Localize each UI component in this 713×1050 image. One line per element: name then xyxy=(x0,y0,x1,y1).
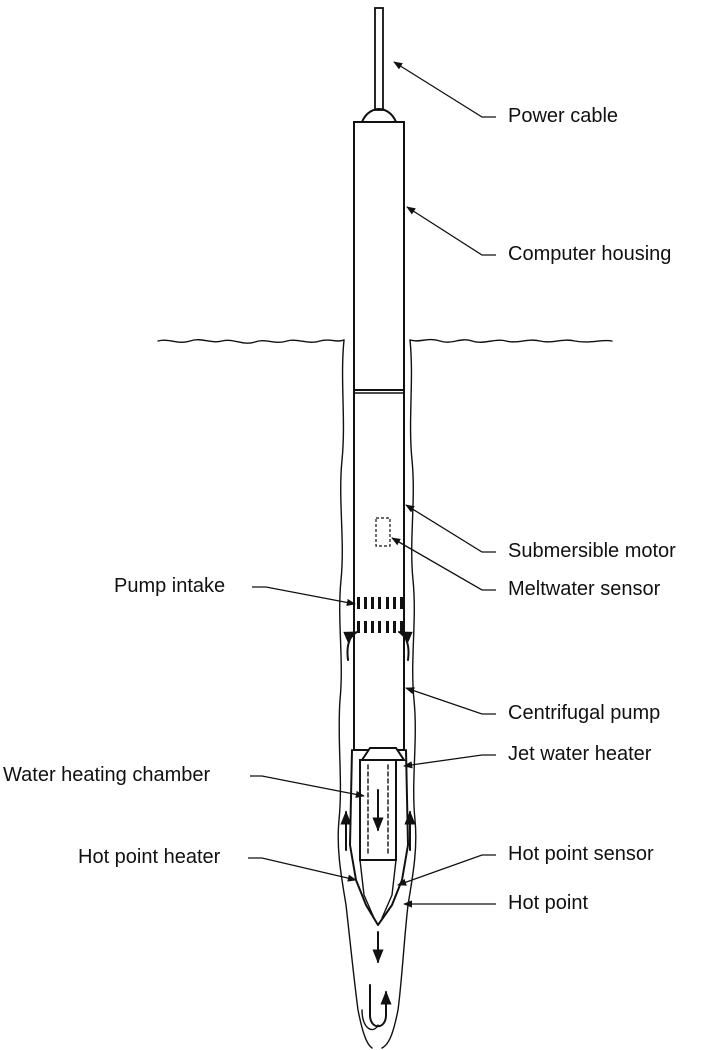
label-hot-point-heater: Hot point heater xyxy=(78,846,221,868)
label-jet-water-heater: Jet water heater xyxy=(508,743,652,765)
borehole-left-wall xyxy=(337,339,373,1049)
label-submersible-motor: Submersible motor xyxy=(508,540,676,562)
water-heating-chamber xyxy=(359,747,406,861)
meltwater-sensor xyxy=(375,517,391,547)
borehole-right-wall xyxy=(381,339,417,1049)
label-power-cable: Power cable xyxy=(508,105,619,127)
label-meltwater-sensor: Meltwater sensor xyxy=(508,578,661,600)
label-hot-point-sensor: Hot point sensor xyxy=(508,843,654,865)
intake-flow-arrows xyxy=(343,631,413,661)
ground-surface xyxy=(157,338,613,344)
pump-intake-slots xyxy=(357,597,403,633)
computer-housing xyxy=(353,121,405,391)
label-computer-housing: Computer housing xyxy=(508,243,672,265)
label-centrifugal-pump: Centrifugal pump xyxy=(508,702,661,724)
label-pump-intake: Pump intake xyxy=(114,575,226,597)
side-flow-arrows xyxy=(340,810,416,851)
jet-flow-arrows xyxy=(361,931,392,1031)
label-water-heating-chamber: Water heating chamber xyxy=(3,764,211,786)
label-hot-point: Hot point xyxy=(508,892,589,914)
motor-pump-body xyxy=(353,389,405,751)
hot-point-shell xyxy=(349,749,409,926)
power-cable xyxy=(361,7,397,123)
leader-lines xyxy=(248,61,496,908)
